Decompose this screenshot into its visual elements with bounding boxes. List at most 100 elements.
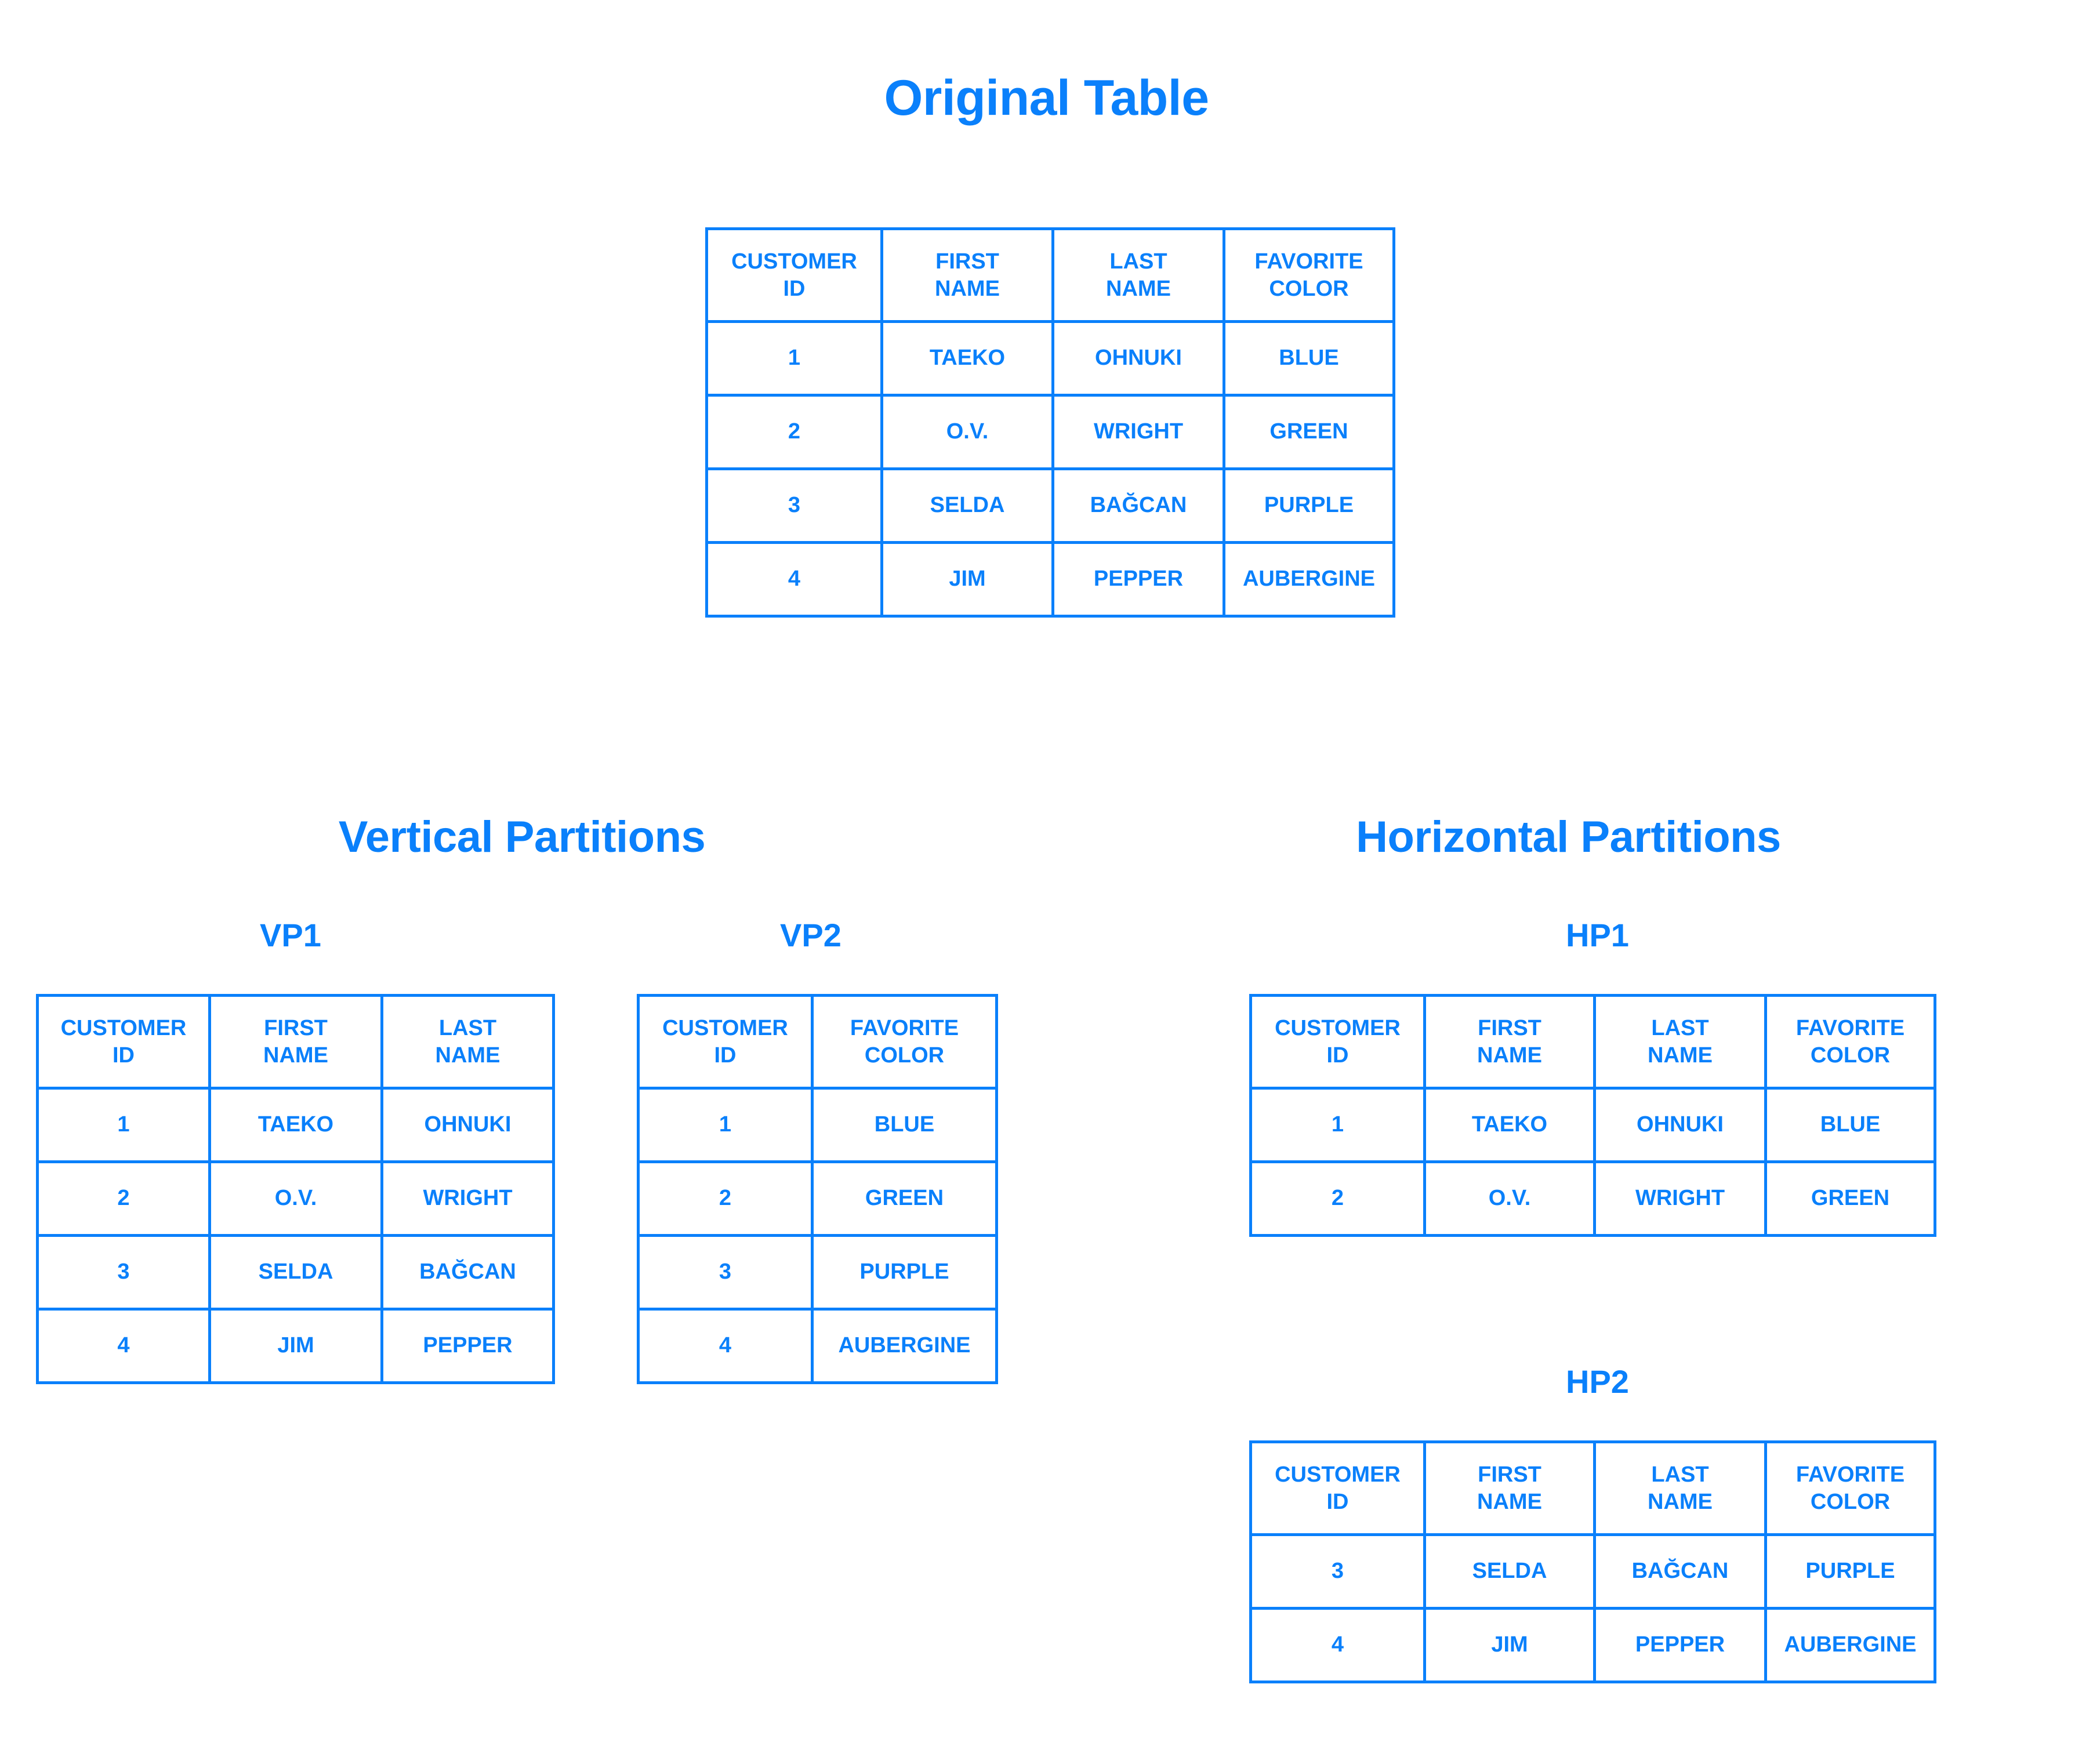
header-line-1: FIRST <box>935 249 999 274</box>
vertical-partition-2-table: CUSTOMER ID FAVORITE COLOR 1 BLUE 2 GREE… <box>637 994 998 1384</box>
column-header-first-name: FIRST NAME <box>1423 994 1596 1090</box>
cell-first-name: SELDA <box>880 467 1054 544</box>
table-row: 4 AUBERGINE <box>637 1308 998 1384</box>
column-header-favorite-color: FAVORITE COLOR <box>1764 994 1936 1090</box>
table-header-row: CUSTOMER ID FIRST NAME LAST NAME FAVORIT… <box>1249 1440 1936 1536</box>
cell-favorite-color: AUBERGINE <box>1764 1607 1936 1683</box>
header-line-2: NAME <box>1477 1489 1542 1514</box>
cell-customer-id: 3 <box>36 1234 211 1311</box>
table-row: 4 JIM PEPPER AUBERGINE <box>705 541 1395 618</box>
cell-first-name: JIM <box>1423 1607 1596 1683</box>
column-header-customer-id: CUSTOMER ID <box>1249 994 1426 1090</box>
table-row: 1 BLUE <box>637 1087 998 1163</box>
cell-favorite-color: PURPLE <box>1223 467 1395 544</box>
table-label-hp2: HP2 <box>1566 1363 1629 1400</box>
header-line-1: CUSTOMER <box>60 1016 187 1041</box>
header-line-2: ID <box>1326 1043 1349 1068</box>
table-header-row: CUSTOMER ID FIRST NAME LAST NAME FAVORIT… <box>705 227 1395 323</box>
cell-last-name: WRIGHT <box>380 1160 555 1237</box>
cell-customer-id: 4 <box>1249 1607 1426 1683</box>
original-table: CUSTOMER ID FIRST NAME LAST NAME FAVORIT… <box>705 227 1395 618</box>
cell-last-name: PEPPER <box>1051 541 1225 618</box>
header-line-2: COLOR <box>1810 1043 1891 1068</box>
cell-favorite-color: GREEN <box>811 1160 998 1237</box>
cell-customer-id: 3 <box>705 467 883 544</box>
header-line-1: FAVORITE <box>1795 1016 1905 1041</box>
cell-customer-id: 4 <box>36 1308 211 1384</box>
cell-first-name: SELDA <box>208 1234 383 1311</box>
header-line-2: NAME <box>1648 1043 1713 1068</box>
table-row: 4 JIM PEPPER AUBERGINE <box>1249 1607 1936 1683</box>
header-line-2: NAME <box>935 276 1000 301</box>
header-line-2: ID <box>113 1043 135 1068</box>
header-line-1: LAST <box>438 1016 497 1041</box>
cell-last-name: WRIGHT <box>1051 394 1225 470</box>
cell-customer-id: 1 <box>36 1087 211 1163</box>
header-line-2: COLOR <box>864 1043 945 1068</box>
section-title-vertical-partitions: Vertical Partitions <box>338 812 706 862</box>
header-line-1: CUSTOMER <box>662 1016 788 1041</box>
table-row: 1 TAEKO OHNUKI BLUE <box>705 320 1395 397</box>
cell-favorite-color: AUBERGINE <box>811 1308 998 1384</box>
cell-first-name: JIM <box>880 541 1054 618</box>
cell-last-name: OHNUKI <box>380 1087 555 1163</box>
column-header-first-name: FIRST NAME <box>1423 1440 1596 1536</box>
table-row: 3 SELDA BAĞCAN PURPLE <box>1249 1533 1936 1610</box>
header-line-2: ID <box>714 1043 737 1068</box>
header-line-2: COLOR <box>1810 1489 1891 1514</box>
table-label-vp1: VP1 <box>260 917 321 953</box>
cell-favorite-color: BLUE <box>1223 320 1395 397</box>
header-line-2: NAME <box>435 1043 500 1068</box>
column-header-customer-id: CUSTOMER ID <box>705 227 883 323</box>
table-header-row: CUSTOMER ID FAVORITE COLOR <box>637 994 998 1090</box>
cell-customer-id: 2 <box>1249 1160 1426 1237</box>
cell-first-name: O.V. <box>880 394 1054 470</box>
column-header-favorite-color: FAVORITE COLOR <box>811 994 998 1090</box>
header-line-1: FIRST <box>1478 1016 1541 1041</box>
header-line-1: FAVORITE <box>850 1016 959 1041</box>
header-line-1: LAST <box>1109 249 1167 274</box>
column-header-first-name: FIRST NAME <box>880 227 1054 323</box>
cell-first-name: O.V. <box>1423 1160 1596 1237</box>
cell-first-name: TAEKO <box>880 320 1054 397</box>
column-header-favorite-color: FAVORITE COLOR <box>1764 1440 1936 1536</box>
header-line-1: CUSTOMER <box>1275 1016 1401 1041</box>
vertical-partition-1-table: CUSTOMER ID FIRST NAME LAST NAME 1 TAEKO… <box>36 994 555 1384</box>
cell-last-name: BAĞCAN <box>380 1234 555 1311</box>
cell-last-name: PEPPER <box>1593 1607 1767 1683</box>
cell-first-name: JIM <box>208 1308 383 1384</box>
cell-last-name: PEPPER <box>380 1308 555 1384</box>
header-line-2: NAME <box>1106 276 1171 301</box>
cell-first-name: TAEKO <box>208 1087 383 1163</box>
horizontal-partition-1-table: CUSTOMER ID FIRST NAME LAST NAME FAVORIT… <box>1249 994 1936 1237</box>
cell-favorite-color: GREEN <box>1223 394 1395 470</box>
cell-last-name: OHNUKI <box>1051 320 1225 397</box>
table-header-row: CUSTOMER ID FIRST NAME LAST NAME FAVORIT… <box>1249 994 1936 1090</box>
cell-customer-id: 2 <box>36 1160 211 1237</box>
column-header-last-name: LAST NAME <box>1051 227 1225 323</box>
header-line-1: CUSTOMER <box>731 249 857 274</box>
header-line-2: NAME <box>263 1043 328 1068</box>
cell-favorite-color: BLUE <box>1764 1087 1936 1163</box>
header-line-1: LAST <box>1651 1016 1709 1041</box>
column-header-last-name: LAST NAME <box>380 994 555 1090</box>
column-header-customer-id: CUSTOMER ID <box>1249 1440 1426 1536</box>
cell-customer-id: 4 <box>705 541 883 618</box>
section-title-horizontal-partitions: Horizontal Partitions <box>1356 812 1781 862</box>
table-row: 2 O.V. WRIGHT GREEN <box>705 394 1395 470</box>
horizontal-partition-2-table: CUSTOMER ID FIRST NAME LAST NAME FAVORIT… <box>1249 1440 1936 1683</box>
column-header-customer-id: CUSTOMER ID <box>36 994 211 1090</box>
cell-customer-id: 2 <box>637 1160 814 1237</box>
header-line-2: ID <box>783 276 806 301</box>
header-line-1: FAVORITE <box>1254 249 1363 274</box>
cell-favorite-color: BLUE <box>811 1087 998 1163</box>
header-line-2: NAME <box>1477 1043 1542 1068</box>
cell-customer-id: 2 <box>705 394 883 470</box>
cell-last-name: OHNUKI <box>1593 1087 1767 1163</box>
cell-favorite-color: GREEN <box>1764 1160 1936 1237</box>
column-header-last-name: LAST NAME <box>1593 994 1767 1090</box>
cell-favorite-color: PURPLE <box>811 1234 998 1311</box>
header-line-2: ID <box>1326 1489 1349 1514</box>
cell-favorite-color: PURPLE <box>1764 1533 1936 1610</box>
